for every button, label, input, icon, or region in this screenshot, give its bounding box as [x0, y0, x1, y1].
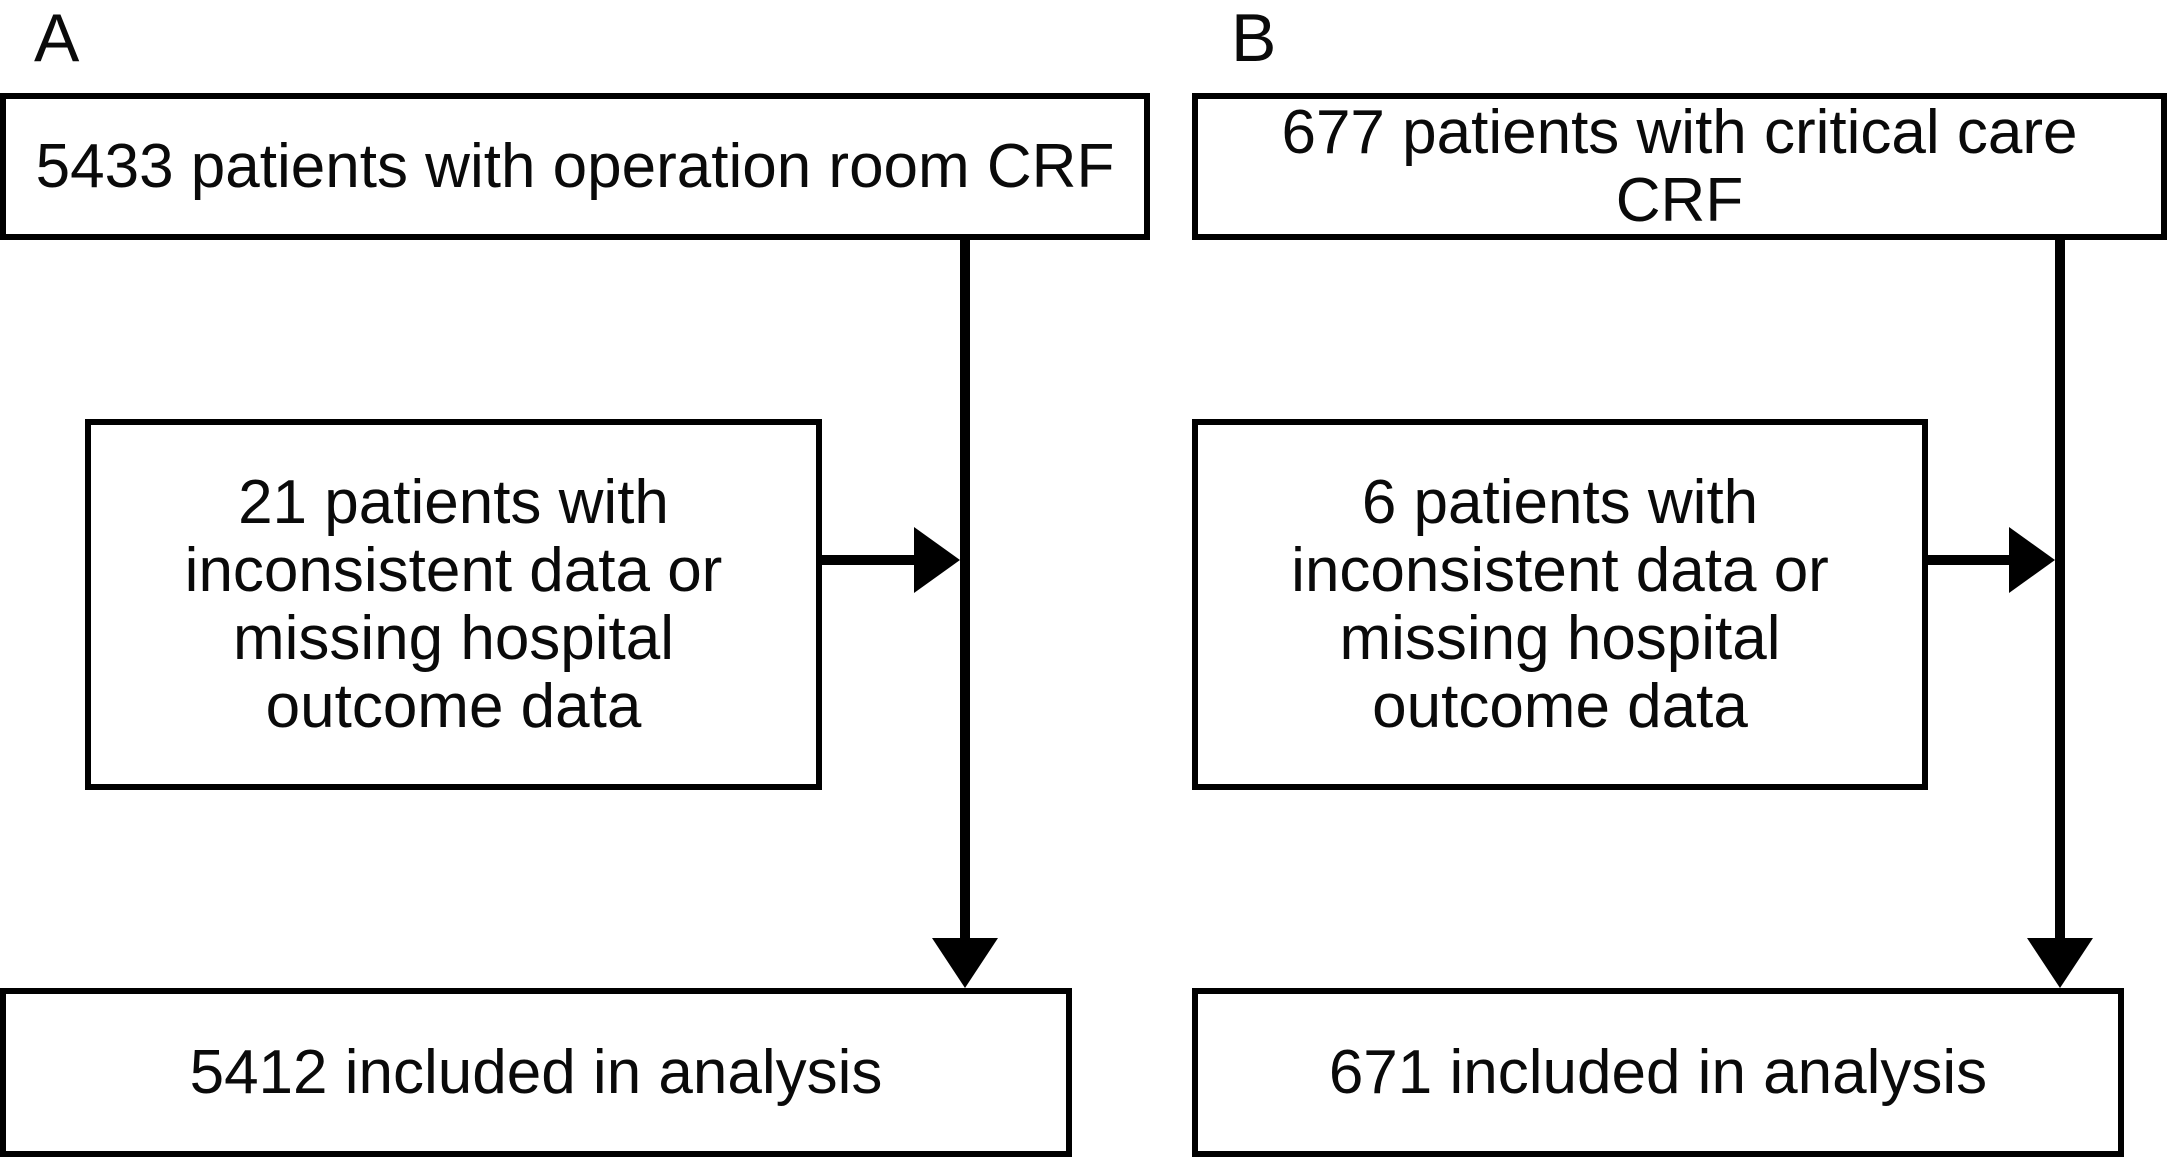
panel-b-top-box-text: 677 patients with critical care CRF — [1281, 97, 2078, 235]
panel-b-down-arrow-stem — [2055, 240, 2065, 945]
panel-b-exclusion-box: 6 patients with inconsistent data or mis… — [1192, 419, 1928, 790]
panel-b-right-arrow-stem — [1928, 555, 2015, 565]
panel-a-result-box-text: 5412 included in analysis — [189, 1037, 883, 1107]
panel-a-result-box: 5412 included in analysis — [0, 988, 1072, 1157]
panel-b-result-box: 671 included in analysis — [1192, 988, 2124, 1157]
panel-b-label: B — [1231, 0, 1277, 76]
panel-a-top-box: 5433 patients with operation room CRF — [0, 93, 1150, 240]
panel-b-down-arrowhead-icon — [2027, 938, 2093, 988]
panel-a-label: A — [34, 0, 80, 76]
panel-b-right-arrowhead-icon — [2009, 527, 2055, 593]
panel-b-top-box: 677 patients with critical care CRF — [1192, 93, 2167, 240]
panel-a-top-box-text: 5433 patients with operation room CRF — [35, 131, 1115, 201]
panel-a-exclusion-box: 21 patients with inconsistent data or mi… — [85, 419, 822, 790]
panel-a-exclusion-box-text: 21 patients with inconsistent data or mi… — [184, 467, 723, 741]
panel-a-down-arrowhead-icon — [932, 938, 998, 988]
panel-a-right-arrowhead-icon — [914, 527, 960, 593]
panel-a-right-arrow-stem — [822, 555, 920, 565]
panel-b-exclusion-box-text: 6 patients with inconsistent data or mis… — [1291, 467, 1829, 741]
panel-b-result-box-text: 671 included in analysis — [1328, 1037, 1988, 1107]
panel-a-down-arrow-stem — [960, 240, 970, 945]
